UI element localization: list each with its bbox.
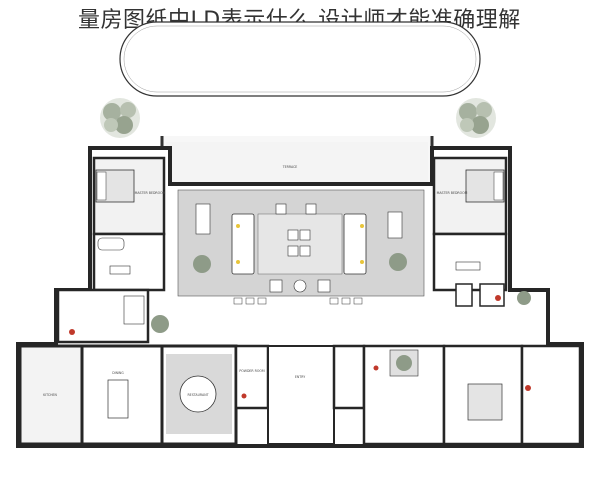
tree-left <box>100 98 140 138</box>
dining-label: DINING <box>112 371 124 375</box>
plant-right-corner <box>517 291 531 305</box>
ottoman-3 <box>287 245 299 257</box>
master-bedroom-left-label: MASTER BEDROOM <box>135 191 166 195</box>
ottoman-1 <box>287 229 299 241</box>
accent-left-2 <box>495 295 501 301</box>
chairs-row <box>233 297 363 305</box>
master-bedroom-right-label: MASTER BEDROOM <box>437 191 468 195</box>
plant-left-corner <box>151 315 169 333</box>
bed-lower-right <box>467 383 503 421</box>
closet-entry <box>332 344 366 410</box>
cabinet-left <box>195 203 211 235</box>
ottoman-2 <box>299 229 311 241</box>
shower-lower-left <box>123 295 145 325</box>
terrace-label: TERRACE <box>282 165 298 169</box>
sofa-left <box>231 213 255 275</box>
pool-inner-line <box>123 25 477 93</box>
tub-left <box>97 237 125 251</box>
powder-room <box>234 344 270 410</box>
living-room-inner-rug <box>257 213 343 275</box>
accent-left-1 <box>69 329 75 335</box>
vanity-left <box>109 265 131 275</box>
dining-table <box>107 379 129 419</box>
pool <box>119 21 481 97</box>
accent-stair <box>373 365 379 371</box>
accent-powder <box>241 393 247 399</box>
lamp-1 <box>236 224 240 228</box>
entry-label: ENTRY <box>295 375 305 379</box>
kitchen-label: KITCHEN <box>43 393 57 397</box>
bath-lower-right <box>520 344 582 446</box>
lamp-4 <box>360 260 364 264</box>
tree-right <box>456 98 496 138</box>
sofa-right <box>343 213 367 275</box>
kitchen <box>18 344 84 446</box>
chair-bottom-1 <box>269 279 283 293</box>
lamp-2 <box>236 260 240 264</box>
bed-right-pillow <box>493 171 504 201</box>
chair-top-2 <box>305 203 317 215</box>
ottoman-4 <box>299 245 311 257</box>
restaurant-table <box>179 375 217 413</box>
bed-left-pillow <box>96 171 107 201</box>
plant-living-right <box>389 253 407 271</box>
vanity-right <box>455 261 481 271</box>
wc-right <box>455 283 473 307</box>
powder-room-label: POWDER ROOM <box>239 369 265 373</box>
plant-living-left <box>193 255 211 273</box>
chair-bottom-2 <box>317 279 331 293</box>
lamp-3 <box>360 224 364 228</box>
cabinet-right <box>387 211 403 239</box>
accent-right <box>525 385 531 391</box>
round-table <box>293 279 307 293</box>
wc-right-2 <box>479 283 505 307</box>
plant-stair <box>396 355 412 371</box>
restaurant-label: RESTAURANT <box>187 393 208 397</box>
chair-top-1 <box>275 203 287 215</box>
entry <box>267 345 335 445</box>
